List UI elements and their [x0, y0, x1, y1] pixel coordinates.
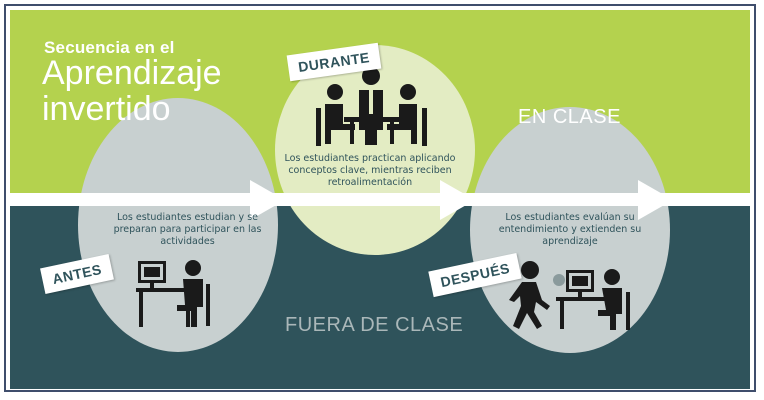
meeting-icon	[316, 67, 427, 146]
before-bubble	[78, 98, 278, 352]
student-at-computer-icon	[136, 260, 210, 327]
during-description: Los estudiantes practican aplicando conc…	[284, 153, 456, 188]
zone-label-out-of-class: FUERA DE CLASE	[285, 314, 464, 336]
after-description: Los estudiantes evalúan su entendimiento…	[498, 212, 642, 247]
after-student-at-computer-icon	[556, 269, 630, 330]
before-description: Los estudiantes estudian y se preparan p…	[113, 212, 262, 247]
zone-label-in-class: EN CLASE	[518, 106, 621, 128]
title-line-2: Aprendizaje invertido	[42, 54, 222, 128]
walking-person-icon	[509, 261, 565, 329]
title-line-1: Secuencia en el	[44, 38, 175, 57]
arrow-right-icon	[250, 180, 673, 220]
